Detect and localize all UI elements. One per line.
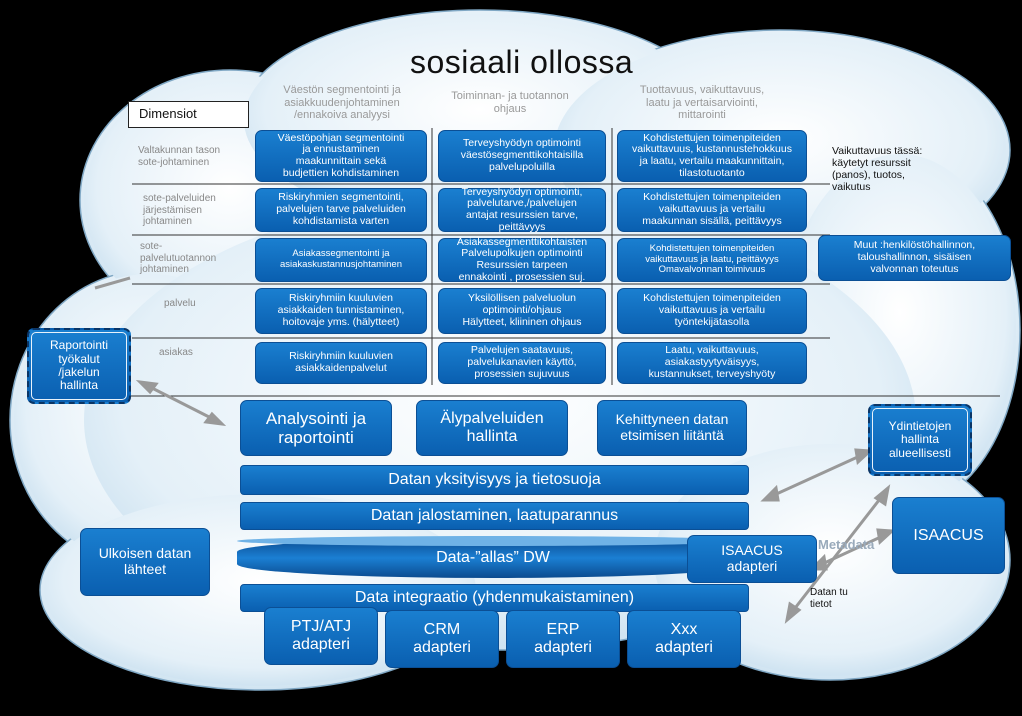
other-functions-box: Muut :henkilöstöhallinnon, taloushallinn…	[818, 235, 1011, 281]
cell-organizing-operations: Terveyshyödyn optimointi, palvelutarve,/…	[438, 186, 606, 233]
row-label-service: palvelu	[164, 298, 196, 309]
reporting-tools-box: Raportointi työkalut /jakelun hallinta	[27, 328, 131, 404]
metadata-label: Metadata	[818, 537, 875, 552]
xxx-adapter-box: Xxx adapteri	[627, 610, 741, 668]
cell-national-operations: Terveyshyödyn optimointi väestösegmentti…	[438, 130, 606, 182]
isaacus-adapter-box: ISAACUS adapteri	[687, 535, 817, 583]
refinement-bar: Datan jalostaminen, laatuparannus	[240, 502, 749, 530]
erp-adapter-box: ERP adapteri	[506, 610, 620, 668]
cell-national-segmentation: Väestöpohjan segmentointi ja ennustamine…	[255, 130, 427, 182]
data-flow-label: Datan tu tietot	[810, 587, 848, 610]
cell-customer-operations: Palvelujen saatavuus, palvelukanavien kä…	[438, 342, 606, 384]
cell-organizing-segmentation: Riskiryhmien segmentointi, palvelujen ta…	[255, 188, 427, 232]
ptj-adapter-box: PTJ/ATJ adapteri	[264, 607, 378, 665]
dimensions-label: Dimensiot	[128, 101, 249, 128]
row-label-national: Valtakunnan tason sote-johtaminen	[138, 145, 221, 168]
cell-production-operations: Asiakassegmenttikohtaisten Palvelupolkuj…	[438, 236, 606, 283]
smart-services-box: Älypalveluiden hallinta	[416, 400, 568, 456]
row-label-production: sote- palvelutuotannon johtaminen	[140, 241, 217, 275]
cell-production-segmentation: Asiakassegmentointi ja asiakaskustannusj…	[255, 238, 427, 282]
data-lake-cylinder: Data-”allas” DW	[237, 536, 749, 578]
cell-service-operations: Yksilöllisen palveluolun optimointi/ohja…	[438, 288, 606, 334]
isaacus-box: ISAACUS	[892, 497, 1005, 574]
cell-customer-segmentation: Riskiryhmiin kuuluvien asiakkaidenpalvel…	[255, 342, 427, 384]
row-label-organizing: sote-palveluiden järjestämisen johtamine…	[143, 193, 216, 227]
cell-customer-productivity: Laatu, vaikuttavuus, asiakastyytyväisyys…	[617, 342, 807, 384]
column-header-segmentation: Väestön segmentointi ja asiakkuudenjohta…	[283, 84, 401, 122]
column-header-operations: Toiminnan- ja tuotannon ohjaus	[451, 90, 569, 115]
cell-organizing-productivity: Kohdistettujen toimenpiteiden vaikuttavu…	[617, 188, 807, 232]
page-title: sosiaali ollossa	[410, 44, 634, 80]
row-label-customer: asiakas	[159, 347, 193, 358]
privacy-bar: Datan yksityisyys ja tietosuoja	[240, 465, 749, 495]
crm-adapter-box: CRM adapteri	[385, 610, 499, 668]
external-sources-box: Ulkoisen datan lähteet	[80, 528, 210, 596]
advanced-search-box: Kehittyneen datan etsimisen liitäntä	[597, 400, 747, 456]
column-header-productivity: Tuottavuus, vaikuttavuus, laatu ja verta…	[639, 84, 765, 122]
cell-service-segmentation: Riskiryhmiin kuuluvien asiakkaiden tunni…	[255, 288, 427, 334]
cell-service-productivity: Kohdistettujen toimenpiteiden vaikuttavu…	[617, 288, 807, 334]
effectiveness-note: Vaikuttavuus tässä: käytetyt resurssit (…	[832, 145, 923, 194]
data-lake-label: Data-”allas” DW	[436, 549, 550, 566]
cell-production-productivity: Kohdistettujen toimenpiteiden vaikuttavu…	[617, 238, 807, 282]
analytics-box: Analysointi ja raportointi	[240, 400, 392, 456]
master-data-box: Ydintietojen hallinta alueellisesti	[868, 404, 972, 476]
cell-national-productivity: Kohdistettujen toimenpiteiden vaikuttavu…	[617, 130, 807, 182]
